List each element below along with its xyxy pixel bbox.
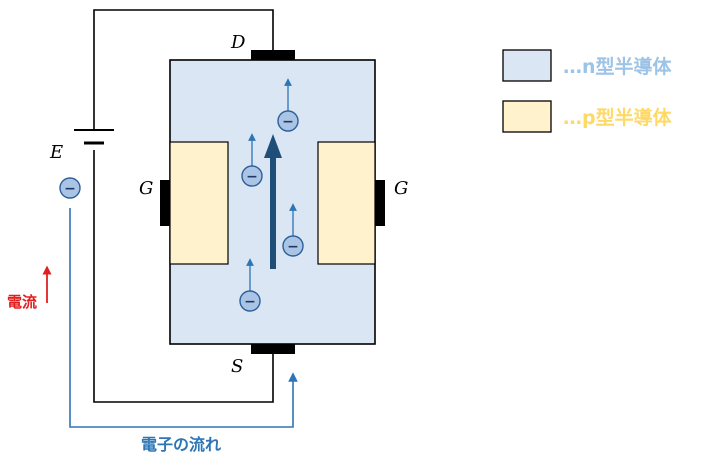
electron-2: − — [241, 133, 263, 187]
drain-terminal — [251, 50, 295, 60]
gate-label-right: G — [394, 178, 408, 199]
legend-label-p: …p型半導体 — [563, 106, 673, 129]
legend-swatch-n — [502, 49, 552, 82]
electron-flow-path — [69, 208, 298, 428]
drain-label: D — [230, 32, 246, 53]
p-type-region-right — [317, 141, 376, 265]
source-label: S — [231, 356, 243, 377]
current-label: 電流 — [7, 293, 37, 311]
electron-flow-label: 電子の流れ — [141, 435, 221, 454]
source-terminal — [251, 344, 295, 354]
battery-label: E — [49, 142, 63, 163]
electron-3: − — [282, 203, 304, 257]
wire-bottom — [93, 150, 274, 403]
p-type-region-left — [169, 141, 229, 265]
battery — [74, 129, 114, 145]
electron-minus: − — [244, 294, 256, 310]
gate-label-left: G — [139, 178, 153, 199]
wire-top — [93, 9, 274, 130]
gate-terminal-left — [160, 180, 170, 226]
electron-1: − — [277, 78, 299, 132]
electron-minus: − — [64, 181, 76, 197]
legend: …n型半導体 …p型半導体 — [502, 49, 673, 133]
legend-swatch-p — [502, 100, 552, 133]
electron-minus: − — [287, 239, 299, 255]
electron-minus: − — [282, 114, 294, 130]
legend-label-n: …n型半導体 — [563, 55, 673, 78]
circuit-wires — [93, 9, 274, 403]
channel-flow-arrow — [264, 134, 282, 269]
electron-4: − — [239, 258, 261, 312]
electron-external: − — [59, 177, 81, 199]
electron-minus: − — [246, 169, 258, 185]
gate-terminal-right — [375, 180, 385, 226]
